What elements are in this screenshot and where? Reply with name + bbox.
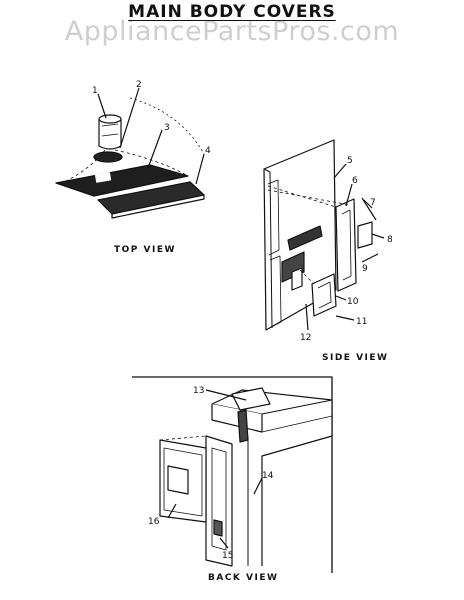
part-13-bracket [231, 387, 271, 411]
callout-3: 3 [164, 123, 170, 133]
leader-2 [119, 87, 140, 149]
leader-5 [333, 163, 347, 179]
callout-11: 11 [356, 317, 367, 327]
callout-7: 7 [370, 198, 376, 208]
callout-9: 9 [362, 264, 368, 274]
leader-8 [371, 233, 385, 239]
callout-5: 5 [347, 156, 353, 166]
leader-10 [335, 295, 347, 301]
callout-14: 14 [262, 471, 274, 481]
leader-11 [335, 315, 355, 321]
leader-16 [167, 503, 177, 519]
callout-2: 2 [136, 80, 142, 90]
part-15-panel [205, 435, 233, 567]
callout-13: 13 [193, 386, 204, 396]
leader-1 [97, 93, 107, 119]
leader-4 [195, 153, 205, 185]
callout-16: 16 [148, 517, 160, 527]
leader-13 [205, 389, 247, 401]
watermark: AppliancePartsPros.com [64, 16, 400, 47]
back-view-frame [132, 376, 333, 573]
leader-3 [147, 129, 163, 169]
callout-1: 1 [92, 86, 98, 96]
leader-15 [219, 537, 229, 549]
leader-9 [361, 253, 379, 263]
callout-10: 10 [347, 297, 359, 307]
part-8-clip [357, 221, 373, 249]
callout-8: 8 [387, 235, 393, 245]
top-view-drawing [55, 87, 205, 219]
leader-6 [345, 183, 353, 207]
leader-14 [253, 477, 263, 495]
back-view-drawing [132, 376, 333, 573]
callout-6: 6 [352, 176, 358, 186]
callout-15: 15 [222, 551, 233, 561]
part-1-canister [98, 114, 122, 150]
part-3-plate [55, 164, 189, 197]
side-view-label: SIDE VIEW [322, 353, 389, 363]
part-2-gasket [93, 151, 123, 163]
callout-12: 12 [300, 333, 311, 343]
callout-4: 4 [205, 146, 211, 156]
side-view-drawing [263, 139, 385, 331]
back-view-label: BACK VIEW [208, 573, 279, 583]
leader-7 [361, 197, 377, 221]
diagram-title: MAIN BODY COVERS [128, 2, 336, 22]
top-view-label: TOP VIEW [114, 245, 176, 255]
part-6-bracket [335, 198, 357, 292]
leader-12 [305, 303, 309, 331]
